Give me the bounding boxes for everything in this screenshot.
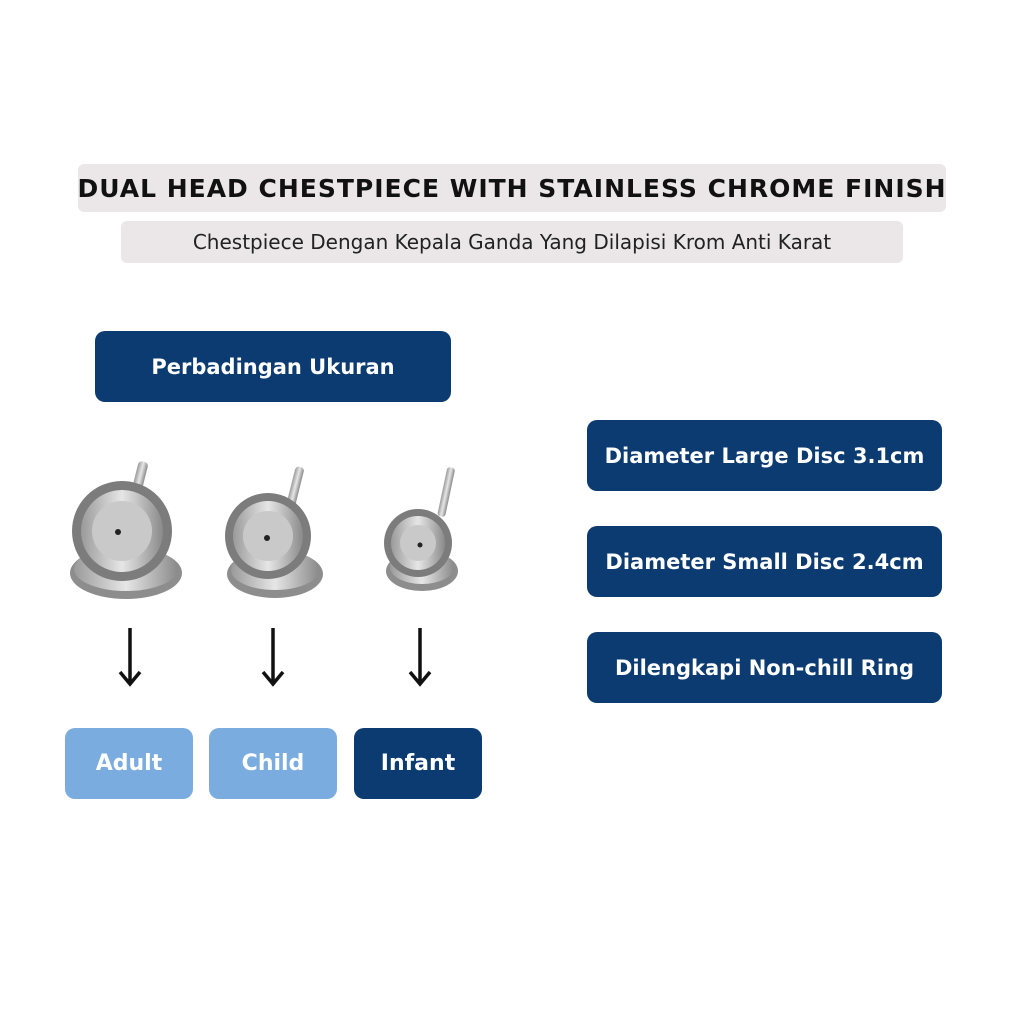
feature-large-disc: Diameter Large Disc 3.1cm	[587, 420, 942, 491]
feature-small-disc: Diameter Small Disc 2.4cm	[587, 526, 942, 597]
adult-chestpiece-image	[70, 461, 182, 599]
size-label-infant: Infant	[354, 728, 482, 799]
page-subtitle: Chestpiece Dengan Kepala Ganda Yang Dila…	[121, 221, 903, 263]
size-label-adult: Adult	[65, 728, 193, 799]
size-comparison-label: Perbadingan Ukuran	[95, 331, 451, 402]
feature-non-chill-ring: Dilengkapi Non-chill Ring	[587, 632, 942, 703]
child-chestpiece-image	[225, 466, 323, 598]
arrow-down-icon	[408, 628, 432, 687]
arrow-down-icon	[118, 628, 142, 687]
infant-chestpiece-image	[384, 467, 458, 591]
size-label-child: Child	[209, 728, 337, 799]
arrow-down-icon	[261, 628, 285, 687]
page-title: DUAL HEAD CHESTPIECE WITH STAINLESS CHRO…	[77, 164, 946, 212]
